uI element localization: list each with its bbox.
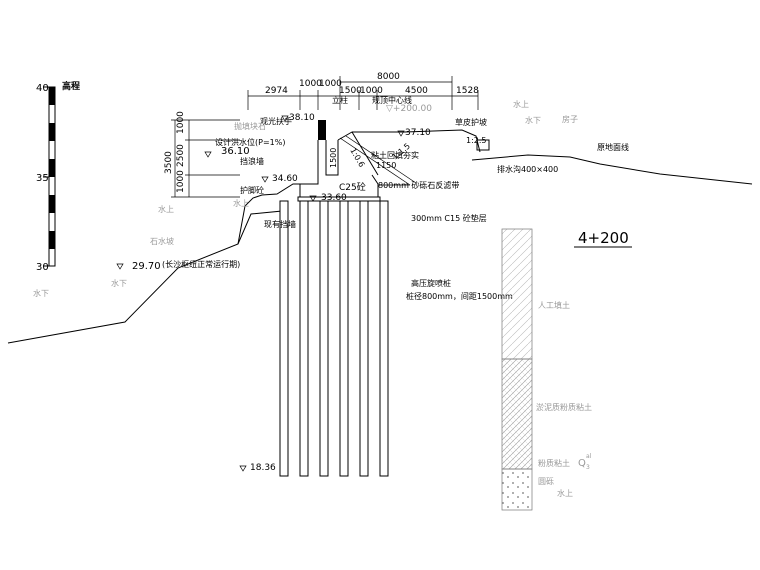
label-ditch: 排水沟400×400 bbox=[497, 164, 558, 174]
label-jet-pile: 高压旋喷桩 bbox=[411, 278, 451, 288]
pile bbox=[319, 200, 329, 477]
label-ground-line: 原地面线 bbox=[597, 142, 629, 152]
stratum-q-sub: 3 bbox=[586, 464, 590, 471]
elev-wall-base: 33.60 bbox=[321, 193, 347, 203]
dim-segment: 2974 bbox=[265, 86, 288, 96]
pile bbox=[379, 200, 389, 477]
stratum-label: 人工填土 bbox=[538, 300, 570, 310]
label-slope-ratio: 1:2.5 bbox=[466, 136, 487, 145]
drain-ditch bbox=[476, 139, 490, 151]
right-ground bbox=[471, 154, 753, 185]
label-stone-note: 石水坡 bbox=[150, 236, 174, 246]
piles bbox=[279, 200, 389, 477]
scale-block bbox=[49, 195, 55, 213]
pile bbox=[299, 200, 309, 477]
scale-tick-label: 30 bbox=[36, 262, 49, 273]
elev-design-flood: 36.10 bbox=[221, 146, 250, 157]
gravel-filter bbox=[345, 135, 417, 184]
label-water-level: (长沙枢纽正常运行期) bbox=[162, 259, 240, 269]
station: 4+200 bbox=[574, 229, 632, 248]
gravel-filter bbox=[339, 137, 411, 186]
railing-column bbox=[318, 120, 326, 140]
scale-block bbox=[49, 123, 55, 141]
left-dimensions: 1000 2500 1000 3500 bbox=[164, 111, 240, 198]
label-water-above: 水上 bbox=[233, 198, 249, 208]
label-gravel: 800mm 砂砾石反滤带 bbox=[378, 180, 459, 190]
label-concrete: C25砼 bbox=[339, 181, 366, 193]
scale-tick-label: 35 bbox=[36, 173, 49, 184]
dim-segment: 1000 bbox=[360, 86, 383, 96]
label-wall-height: 1500 bbox=[329, 148, 338, 168]
elev-low-water: 29.70 bbox=[132, 261, 161, 272]
label-flood-level: 设计洪水位(P=1%) bbox=[215, 137, 285, 147]
elevation-markers: 38.10 37.10 36.10 34.60 33.60 29.70 18.3… bbox=[116, 104, 432, 473]
elev-triangle bbox=[281, 115, 289, 122]
elevation-scale: 40 35 30 高程 bbox=[36, 80, 80, 273]
dim-vertical-total: 3500 bbox=[164, 151, 174, 174]
elev-pile-bottom: 18.36 bbox=[250, 463, 276, 473]
dim-segment: 1000 bbox=[319, 79, 342, 89]
elev-wall-step: 34.60 bbox=[272, 174, 298, 184]
elev-railing-top: 38.10 bbox=[289, 113, 315, 123]
stratum-label: 粉质粘土 bbox=[538, 458, 570, 468]
top-dimensions: 8000 2974 1000 1000 1500 1000 4500 1528 bbox=[247, 72, 479, 110]
label-cushion: 300mm C15 砼垫层 bbox=[411, 213, 487, 223]
elev-slope-top: 37.10 bbox=[405, 128, 431, 138]
dim-vertical: 1000 bbox=[176, 170, 186, 193]
station-label: 4+200 bbox=[578, 229, 629, 247]
label-toe: 护脚砼 bbox=[240, 185, 264, 195]
label-building: 房子 bbox=[562, 114, 578, 124]
label-wave-wall: 挡浪墙 bbox=[240, 156, 264, 166]
dim-segment: 1000 bbox=[299, 79, 322, 89]
label-pile-spec: 桩径800mm，间距1500mm bbox=[406, 291, 513, 301]
label-turf: 草皮护坡 bbox=[455, 117, 487, 127]
annotations: 观光扶手 立柱 规顶中心线 草皮护坡 1:2.5 1:1.5 1:0.6 150… bbox=[33, 95, 629, 301]
scale-block bbox=[49, 87, 55, 105]
dim-vertical: 1000 bbox=[176, 111, 186, 134]
dim-vertical: 2500 bbox=[176, 144, 186, 167]
borehole-column: 人工填土 淤泥质粉质粘土 粉质粘土 Q al 3 圆砾 水上 bbox=[501, 228, 592, 511]
stratum-gravel bbox=[501, 468, 533, 511]
dim-segment: 1500 bbox=[339, 86, 362, 96]
label-water-above: 水上 bbox=[513, 99, 529, 109]
scale-tick-label: 40 bbox=[36, 83, 49, 94]
bank-left bbox=[237, 183, 318, 245]
pile bbox=[359, 200, 369, 477]
dim-segment: 4500 bbox=[405, 86, 428, 96]
stratum-q: Q bbox=[578, 458, 586, 469]
label-water-under: 水下 bbox=[111, 278, 127, 288]
pile bbox=[279, 200, 289, 477]
wave-wall-structure bbox=[297, 120, 490, 202]
label-water-above: 水上 bbox=[158, 204, 174, 214]
label-crest-width: 1150 bbox=[376, 161, 396, 170]
dim-total: 8000 bbox=[377, 72, 400, 82]
stratum-label: 圆砾 bbox=[538, 476, 554, 486]
cushion-layer bbox=[297, 196, 381, 202]
dim-segment: 1528 bbox=[456, 86, 479, 96]
label-railing: 观光扶手 bbox=[260, 116, 292, 126]
stratum-label: 水上 bbox=[557, 488, 573, 498]
wall-stem bbox=[325, 140, 339, 176]
stratum-silt bbox=[501, 358, 533, 470]
stratum-q-sup: al bbox=[586, 453, 592, 460]
label-slope-ratio: 1:0.6 bbox=[348, 147, 366, 169]
label-water-under: 水下 bbox=[525, 115, 541, 125]
label-backfill: 粘土回填夯实 bbox=[371, 150, 419, 160]
label-center-line: 规顶中心线 bbox=[372, 95, 412, 105]
label-riprap: 抛填块石 bbox=[234, 121, 266, 131]
scale-block bbox=[49, 231, 55, 249]
pile bbox=[339, 200, 349, 477]
stratum-fill bbox=[501, 228, 533, 360]
scale-block bbox=[49, 159, 55, 177]
stratum-label: 淤泥质粉质粘土 bbox=[536, 402, 592, 412]
label-column: 立柱 bbox=[332, 95, 348, 105]
elev-faded: ▽+200.00 bbox=[386, 104, 432, 114]
label-water-under: 水下 bbox=[33, 288, 49, 298]
scale-title: 高程 bbox=[62, 80, 80, 92]
label-existing-wall: 现有挡墙 bbox=[264, 219, 296, 229]
